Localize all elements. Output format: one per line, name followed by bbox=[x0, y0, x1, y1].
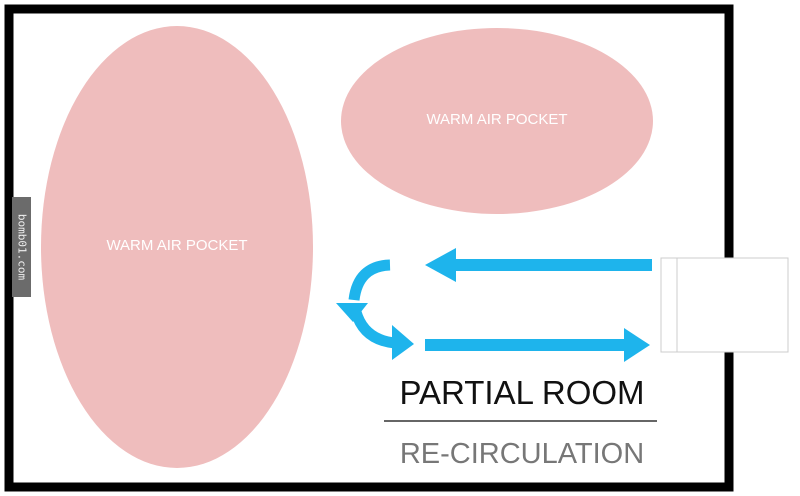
watermark: bomb01.com bbox=[12, 197, 31, 297]
warm-air-pocket-left bbox=[41, 26, 313, 468]
diagram-subtitle: RE-CIRCULATION bbox=[400, 438, 644, 470]
pocket-label-left: WARM AIR POCKET bbox=[106, 237, 247, 254]
watermark-text: bomb01.com bbox=[15, 213, 28, 281]
ac-unit bbox=[660, 257, 789, 353]
room-wall bbox=[4, 4, 734, 492]
diagram-title: PARTIAL ROOM bbox=[399, 374, 644, 411]
warm-air-pocket-top bbox=[341, 28, 653, 214]
arrow-right-icon bbox=[425, 328, 650, 362]
pocket-label-top: WARM AIR POCKET bbox=[426, 111, 567, 128]
curved-arrow-icon bbox=[336, 259, 414, 360]
arrow-left-icon bbox=[425, 248, 652, 282]
